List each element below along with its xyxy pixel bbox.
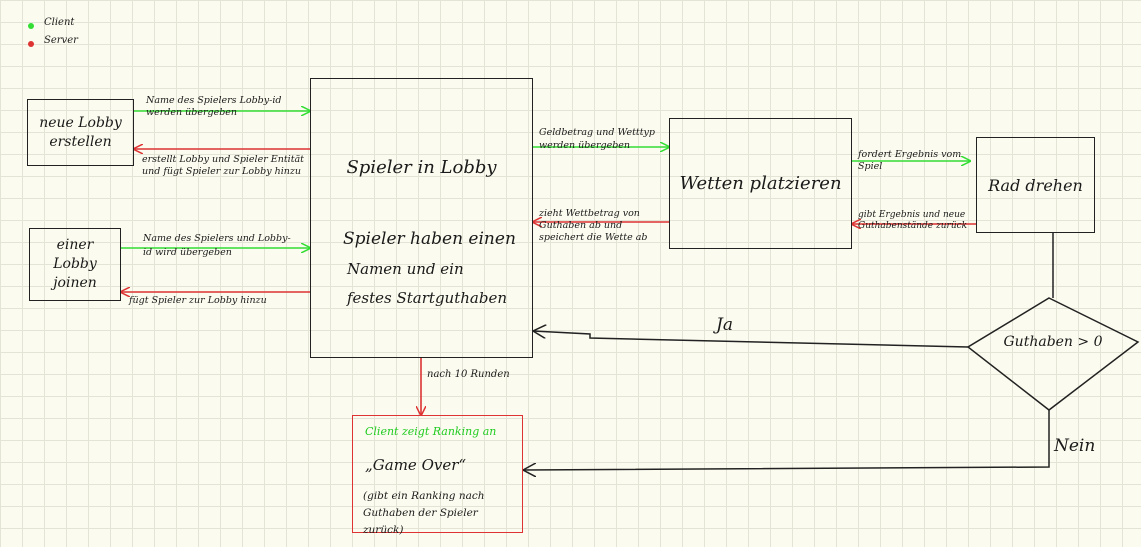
node-bets: Wetten platzieren <box>669 118 852 249</box>
node-new-lobby-label: neue Lobby erstellen <box>39 114 122 150</box>
label-bet-server: zieht Wettbetrag von Guthaben ab und spe… <box>539 208 648 243</box>
node-lobby-desc-3: festes Startguthaben <box>347 289 507 307</box>
node-join-lobby-label: einer Lobby joinen <box>53 237 97 291</box>
node-bets-label: Wetten platzieren <box>679 173 842 194</box>
legend-client-label: Client <box>44 17 75 28</box>
label-yes: Ja <box>716 315 733 335</box>
legend-server-label: Server <box>44 35 78 46</box>
decision-label: Guthaben > 0 <box>1003 334 1103 350</box>
end-client-note: Client zeigt Ranking an <box>365 425 497 438</box>
node-lobby-desc-2: Namen und ein <box>347 260 464 278</box>
label-spin-server: gibt Ergebnis und neue Guthabenstände zu… <box>858 210 968 231</box>
label-rounds: nach 10 Runden <box>427 369 510 380</box>
decision-diamond <box>966 297 1140 411</box>
client-dot-icon <box>28 23 34 29</box>
node-lobby: Spieler in Lobby Spieler haben einen Nam… <box>310 78 533 358</box>
arrow-yes <box>533 331 969 348</box>
label-join-server: fügt Spieler zur Lobby hinzu <box>129 295 267 306</box>
node-wheel-label: Rad drehen <box>988 175 1083 195</box>
label-create-server: erstellt Lobby und Spieler Entität und f… <box>142 154 304 177</box>
node-join-lobby: einer Lobby joinen <box>29 228 121 301</box>
node-game-over: Client zeigt Ranking an „Game Over“ (gib… <box>352 415 523 536</box>
label-no: Nein <box>1054 436 1096 456</box>
node-lobby-title: Spieler in Lobby <box>346 157 497 178</box>
node-lobby-desc-1: Spieler haben einen <box>343 229 516 249</box>
label-create-client: Name des Spielers Lobby-id werden überge… <box>146 95 282 118</box>
label-spin-client: fordert Ergebnis vom Spiel <box>858 149 962 172</box>
end-desc: (gibt ein Ranking nach Guthaben der Spie… <box>363 490 485 536</box>
label-bet-client: Geldbetrag und Wetttyp werden übergeben <box>539 127 656 151</box>
node-wheel: Rad drehen <box>976 137 1095 233</box>
arrow-no <box>523 410 1050 470</box>
server-dot-icon <box>28 41 34 47</box>
end-title: „Game Over“ <box>365 456 467 474</box>
label-join-client: Name des Spielers und Lobby-id wird über… <box>143 233 291 258</box>
node-new-lobby: neue Lobby erstellen <box>27 99 134 166</box>
